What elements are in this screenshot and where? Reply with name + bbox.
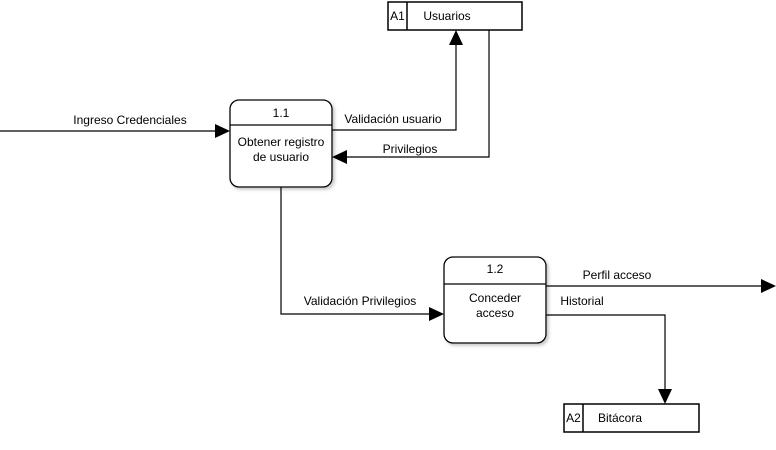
flow-validacion-privilegios[interactable]: Validación Privilegios: [280, 187, 444, 321]
flow-label: Historial: [560, 294, 603, 308]
store-id-a1: A1: [390, 9, 405, 23]
flow-perfil-acceso[interactable]: Perfil acceso: [546, 268, 776, 293]
flow-historial[interactable]: Historial: [546, 294, 672, 404]
process-id: 1.2: [487, 262, 504, 276]
store-name-bitacora: Bitácora: [598, 411, 642, 425]
process-1-2[interactable]: 1.2 Conceder acceso: [443, 256, 547, 344]
flow-validacion-usuario[interactable]: Validación usuario: [332, 30, 463, 131]
flow-ingreso-credenciales[interactable]: Ingreso Credenciales: [0, 113, 230, 138]
process-name-line-2: de usuario: [253, 150, 309, 164]
data-store-usuarios[interactable]: A1 Usuarios: [387, 1, 523, 31]
process-id: 1.1: [273, 106, 290, 120]
flow-label: Privilegios: [383, 142, 438, 156]
flow-privilegios[interactable]: Privilegios: [332, 30, 490, 164]
store-name-usuarios: Usuarios: [423, 9, 470, 23]
flow-label: Ingreso Credenciales: [73, 113, 186, 127]
process-1-1[interactable]: 1.1 Obtener registro de usuario: [229, 99, 333, 188]
process-name-line-2: acceso: [476, 306, 514, 320]
flow-label: Perfil acceso: [583, 268, 652, 282]
store-id-a2: A2: [566, 411, 581, 425]
process-name-line-1: Obtener registro: [238, 135, 325, 149]
flow-label: Validación usuario: [344, 112, 441, 126]
flow-label: Validación Privilegios: [304, 294, 417, 308]
data-store-bitacora[interactable]: A2 Bitácora: [563, 403, 700, 433]
process-name-line-1: Conceder: [469, 291, 521, 305]
